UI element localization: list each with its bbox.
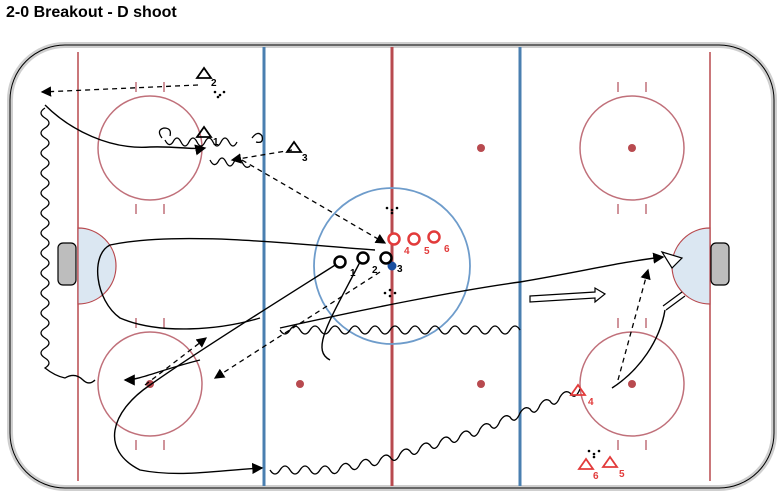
red-triangle-5-label: 5 [619,469,625,480]
red-circle-4-label: 4 [404,246,410,257]
goal-net-right [710,242,730,286]
circle-player-2 [356,251,370,265]
circle-player-3 [379,251,393,265]
circle-player-1 [333,255,347,269]
red-triangle-4-label: 4 [588,397,594,408]
drill-title: 2-0 Breakout - D shoot [6,4,177,21]
forward-2-label: 2 [211,78,217,89]
forward-3-label: 3 [302,153,308,164]
forward-2-triangle [195,66,213,79]
circle-player-2-label: 2 [372,265,378,276]
red-triangle-6-label: 6 [593,471,599,482]
circle-player-1-label: 1 [350,268,356,279]
red-triangle-6 [577,457,595,470]
goal-net-left [57,242,77,286]
red-circle-6-label: 6 [444,244,450,255]
red-triangle-5 [601,455,619,468]
forward-1-label: 1 [213,137,219,148]
red-circle-5 [407,232,421,246]
faceoff-circle-top-right [579,95,685,201]
faceoff-circle-bottom-left [97,331,203,437]
red-circle-5-label: 5 [424,246,430,257]
faceoff-circle-bottom-right [579,331,685,437]
forward-1-triangle [195,125,213,138]
forward-3-triangle [285,140,303,153]
red-circle-4 [387,232,401,246]
red-circle-6 [427,230,441,244]
circle-player-3-label: 3 [397,264,403,275]
red-triangle-4 [569,383,587,396]
center-circle [313,187,471,345]
puck [387,261,397,271]
